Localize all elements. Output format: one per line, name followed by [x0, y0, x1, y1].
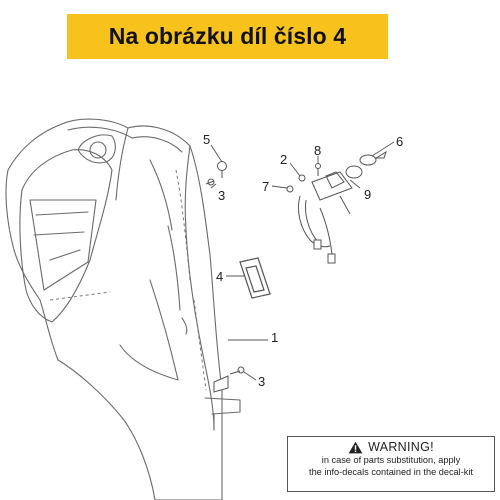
screw-part-3-bottom [213, 366, 245, 393]
screw-part-3-top [205, 178, 215, 186]
part-number-banner: Na obrázku díl číslo 4 [67, 14, 388, 59]
callout-4: 4 [216, 269, 223, 284]
warning-line-1: in case of parts substitution, apply [321, 455, 461, 465]
callout-8: 8 [314, 143, 321, 158]
ignition-assembly [286, 150, 387, 264]
leader-6 [371, 141, 395, 157]
screw-part-5 [217, 161, 227, 178]
callout-7: 7 [262, 179, 269, 194]
warning-title: WARNING! [368, 440, 434, 454]
leader-5 [210, 144, 223, 163]
leader-9 [349, 179, 361, 189]
callout-1: 1 [271, 330, 278, 345]
leader-3-bottom [243, 371, 257, 381]
banner-text: Na obrázku díl číslo 4 [108, 23, 347, 49]
callout-6: 6 [396, 134, 403, 149]
callout-9: 9 [364, 187, 371, 202]
warning-line-2: the info-decals contained in the decal-k… [309, 467, 473, 477]
part-4-decal [239, 257, 271, 299]
callout-3-top: 3 [218, 188, 225, 203]
front-shield-outline [5, 118, 223, 500]
warning-notice: WARNING! in case of parts substitution, … [287, 436, 495, 492]
callout-2: 2 [280, 152, 287, 167]
leader-3-top [210, 183, 217, 189]
callout-3-bottom: 3 [258, 374, 265, 389]
callout-5: 5 [203, 132, 210, 147]
warning-triangle-icon [348, 441, 363, 453]
leader-7 [271, 185, 288, 189]
leader-2 [289, 162, 301, 177]
